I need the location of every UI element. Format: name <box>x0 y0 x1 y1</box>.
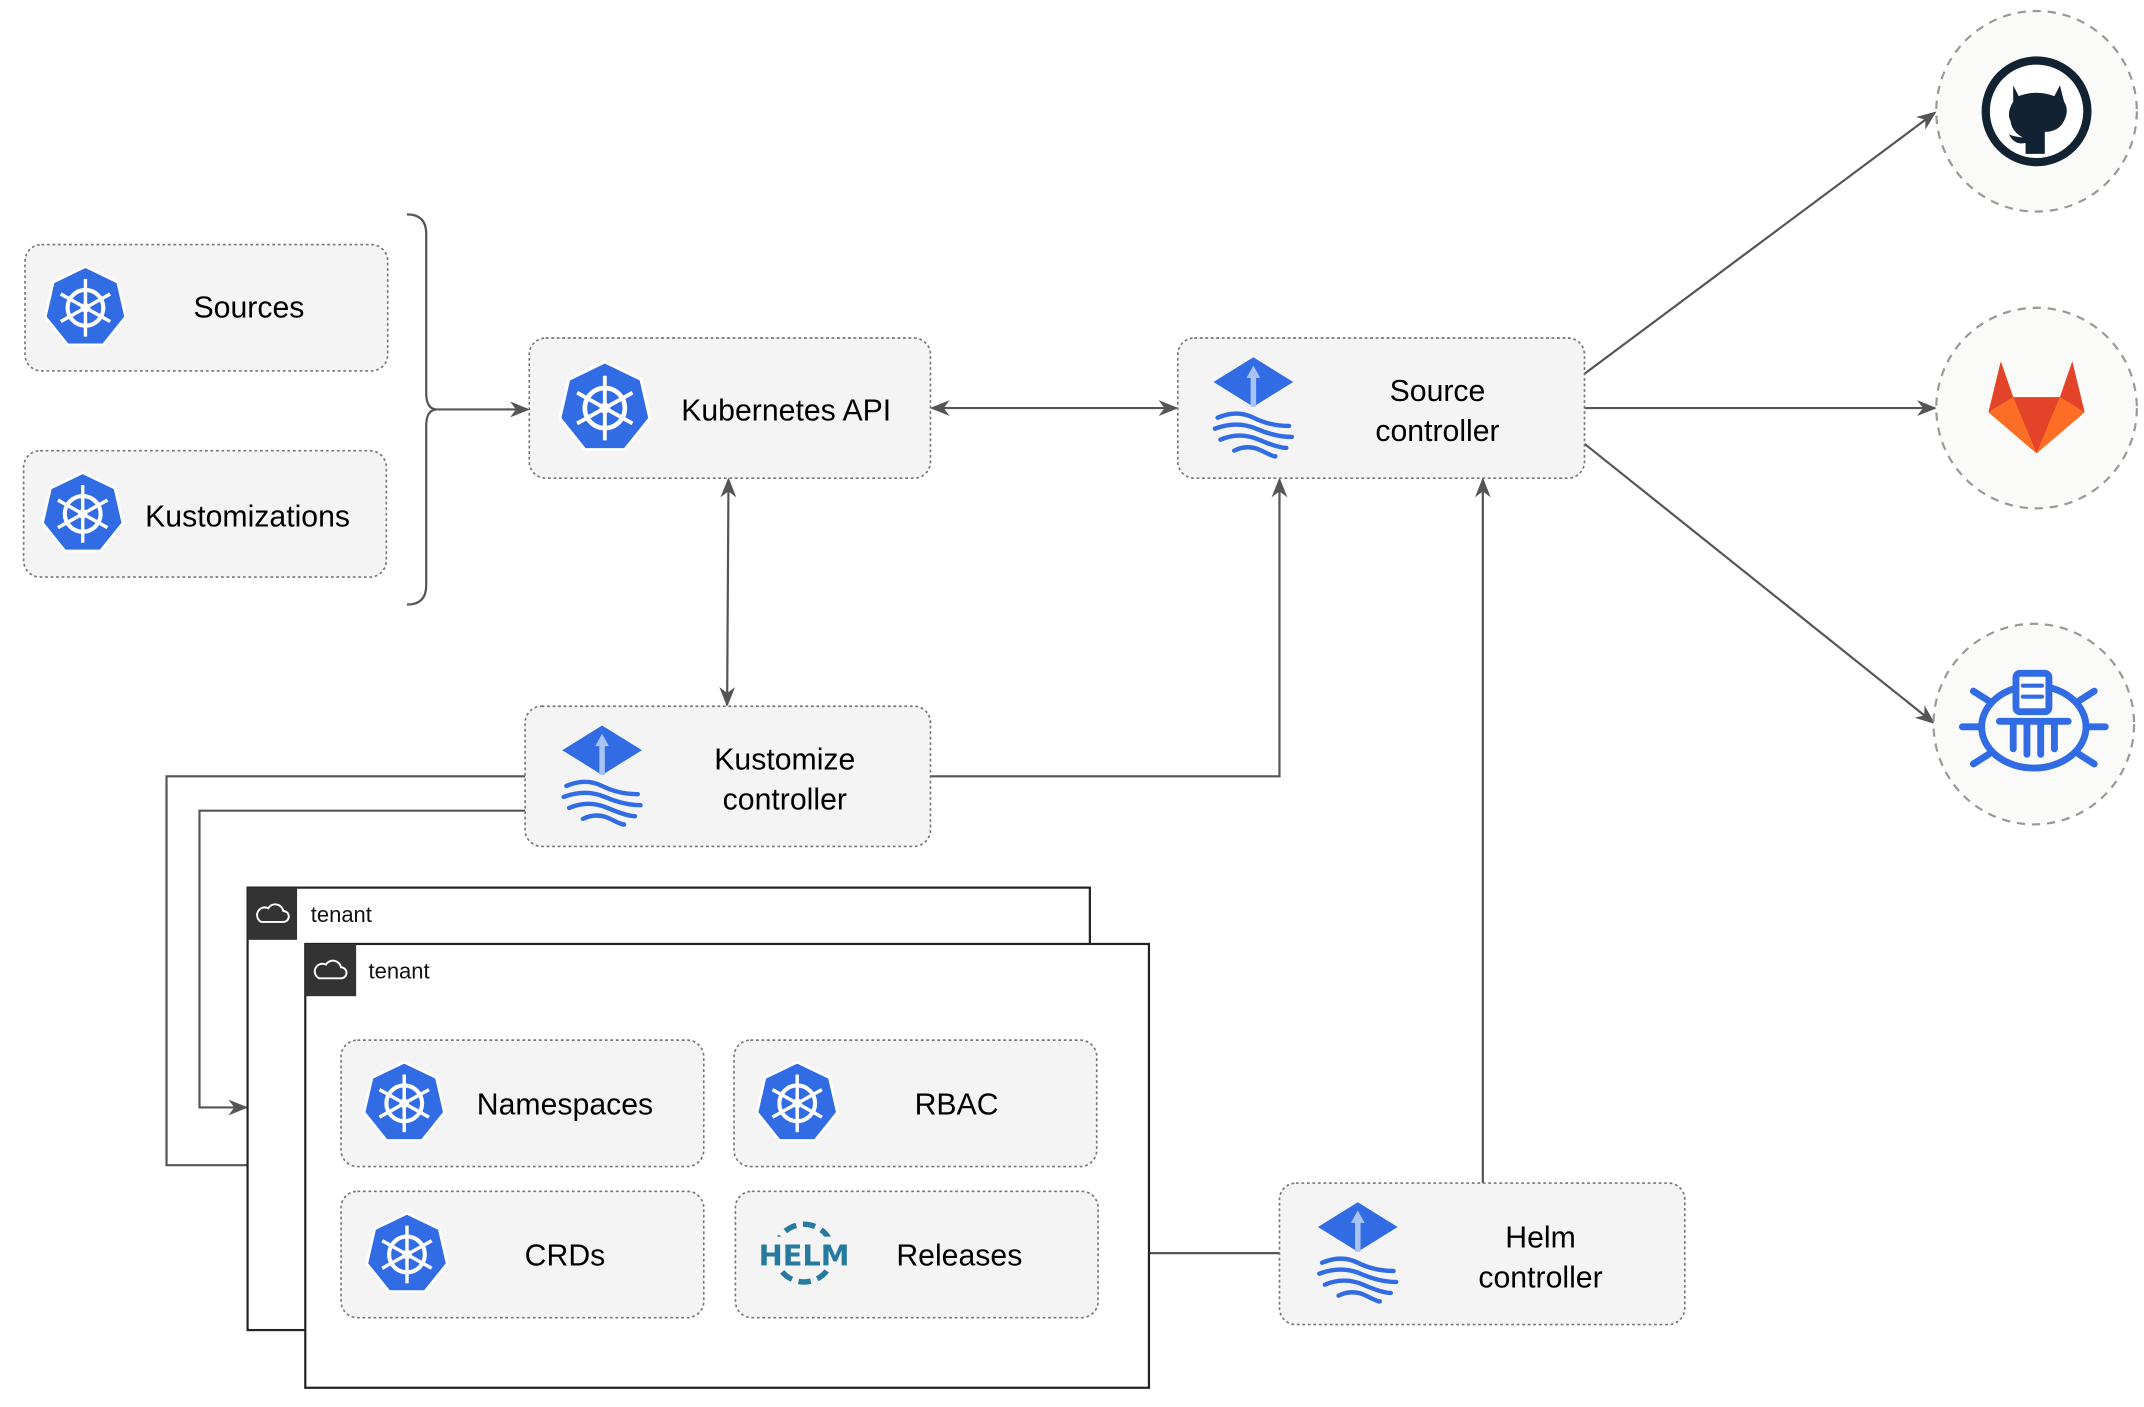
tenant-front[interactable]: tenant Namespaces RBAC CRDs HELM Release… <box>304 942 1151 1389</box>
source-controller-node[interactable]: Source controller <box>1176 337 1586 479</box>
helm-controller-label-line2: controller <box>1478 1261 1602 1294</box>
edge-kustomize-to-source-controller <box>930 477 1288 778</box>
releases-label: Releases <box>896 1239 1022 1272</box>
gitlab-icon <box>1988 361 2085 454</box>
source-controller-label-line1: Source <box>1390 375 1486 408</box>
gitlab-node[interactable] <box>1935 306 2138 510</box>
github-node[interactable] <box>1935 9 2138 213</box>
github-icon <box>1981 56 2092 167</box>
kustomize-controller-label-line2: controller <box>723 783 847 816</box>
bucket-icon <box>1958 669 2109 772</box>
edge-kustomize-to-tenant-front <box>165 775 526 1174</box>
edge-kubernetes-api-kustomize-controller <box>719 477 737 707</box>
kustomize-controller-label-line1: Kustomize <box>714 743 855 776</box>
kubernetes-api-node[interactable]: Kubernetes API <box>528 337 932 479</box>
crds-node[interactable]: CRDs <box>340 1190 705 1319</box>
edges <box>165 111 1937 1262</box>
cloud-icon-bg <box>305 943 357 997</box>
namespaces-node[interactable]: Namespaces <box>340 1039 705 1168</box>
helm-icon: HELM <box>755 1221 853 1285</box>
cloud-icon <box>256 903 290 923</box>
rbac-node[interactable]: RBAC <box>733 1039 1098 1168</box>
edge-kustomize-to-tenant-back <box>198 809 526 1116</box>
kubernetes-api-label: Kubernetes API <box>681 394 891 427</box>
cloud-icon-bg <box>247 887 298 940</box>
kustomize-controller-node[interactable]: Kustomize controller <box>524 705 932 848</box>
rbac-label: RBAC <box>915 1088 999 1121</box>
edge-source-controller-to-github <box>1583 111 1937 375</box>
sources-node[interactable]: Sources <box>24 243 389 372</box>
tenant-label: tenant <box>369 958 430 983</box>
brace <box>406 213 438 606</box>
sources-label: Sources <box>194 291 305 324</box>
helm-logo-text: HELM <box>759 1238 850 1272</box>
crds-label: CRDs <box>525 1239 606 1272</box>
edge-source-controller-to-bucket <box>1583 442 1936 724</box>
helm-controller-label-line1: Helm <box>1505 1222 1576 1255</box>
kustomizations-node[interactable]: Kustomizations <box>22 449 388 578</box>
namespaces-label: Namespaces <box>477 1088 653 1121</box>
helm-controller-node[interactable]: Helm controller <box>1278 1182 1686 1326</box>
releases-node[interactable]: HELM Releases <box>734 1190 1099 1319</box>
kustomizations-label: Kustomizations <box>145 500 350 533</box>
tenant-label: tenant <box>311 902 372 927</box>
cloud-icon <box>313 959 348 980</box>
source-controller-label-line2: controller <box>1375 415 1499 448</box>
bucket-node[interactable] <box>1932 622 2136 826</box>
